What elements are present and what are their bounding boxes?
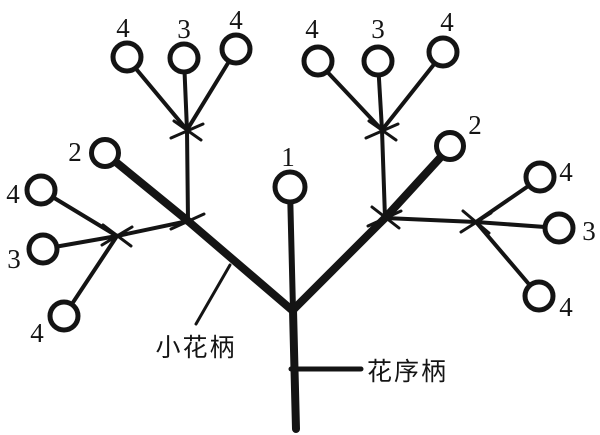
flower-circle-order-2 [89,137,121,169]
left-cluster-stem [185,128,190,223]
order-label-2: 2 [68,137,82,167]
order-label-4: 4 [305,14,319,44]
junction-ticks-layer [100,119,493,248]
order-label-4: 4 [6,179,20,209]
flower-circle-order-4 [426,35,460,69]
flower-circle-order-3 [167,41,201,75]
order-label-3: 3 [177,14,191,44]
flower-circle-order-4 [523,160,557,194]
flower-circle-order-2 [434,130,466,162]
right-flower2-branch [381,143,454,222]
order-label-4: 4 [30,318,44,348]
right-sub-arm [383,216,478,224]
pedicel [380,51,445,132]
flower-circle-order-4 [301,44,335,78]
order-label-3: 3 [582,216,596,246]
peduncle-label: 花序柄 [367,357,448,386]
left-sub-arm [115,219,190,238]
junction-tick [173,208,204,233]
pedicel-leader-line [194,263,232,326]
order-label-4: 4 [116,13,130,43]
main-axis-right [290,214,389,313]
branches-layer [39,48,561,433]
order-label-4: 4 [229,5,243,35]
flower-circle-order-1 [272,169,308,205]
flower-circle-order-4 [47,299,81,333]
flower-circle-order-4 [110,40,144,74]
flower-circle-order-4 [522,279,556,313]
flower1-stem [287,186,296,313]
order-label-1: 1 [281,142,295,172]
order-label-2: 2 [468,110,482,140]
junction-tick [367,119,398,142]
flower-circle-order-4 [219,32,253,66]
junction-tick [461,209,491,235]
right-cluster-stem [380,128,387,220]
order-label-4: 4 [559,292,573,322]
order-label-4: 4 [559,157,573,187]
order-label-3: 3 [7,244,21,274]
main-axis-left [184,217,297,315]
flower-circle-order-3 [26,232,60,266]
flower-circle-order-3 [361,44,395,78]
junction-tick [101,223,133,248]
junction-tick [172,119,203,142]
annotations-layer: 小花柄 花序柄 [155,263,448,386]
flower-circle-order-3 [542,211,576,245]
pedicel-label: 小花柄 [155,333,236,362]
order-label-3: 3 [371,14,385,44]
flower-circle-order-4 [24,173,58,207]
order-label-4: 4 [440,7,454,37]
flowers-layer [24,32,576,333]
junction-tick [370,205,401,230]
